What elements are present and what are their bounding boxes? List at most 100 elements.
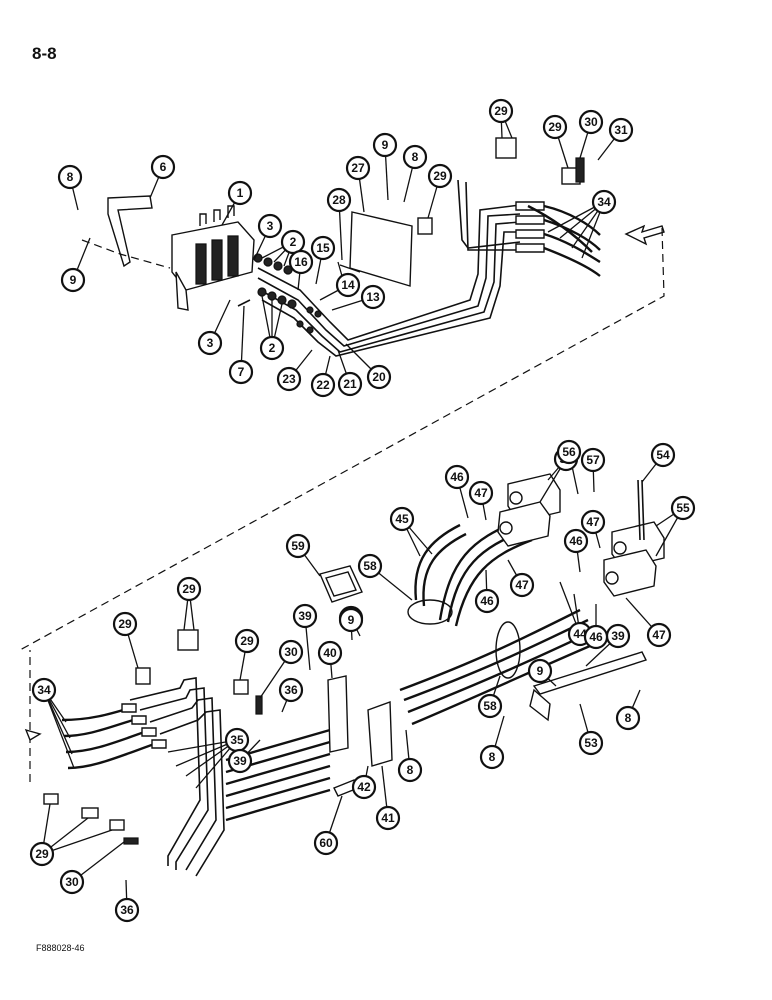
- callout-number: 44: [573, 627, 587, 641]
- callout-c34b: 34: [31, 677, 57, 703]
- callout-number: 27: [351, 161, 365, 175]
- callout-c47c: 47: [580, 509, 606, 535]
- callout-number: 30: [284, 645, 298, 659]
- callout-c9d: 9: [527, 658, 553, 684]
- callout-c47a: 47: [468, 480, 494, 506]
- clamp-block: [43, 793, 59, 805]
- callout-number: 40: [323, 646, 337, 660]
- callout-number: 9: [70, 273, 77, 287]
- callout-number: 35: [230, 733, 244, 747]
- callout-c46b: 46: [474, 588, 500, 614]
- callout-c3b: 3: [197, 330, 223, 356]
- callout-number: 47: [474, 486, 488, 500]
- callout-c8e: 8: [479, 744, 505, 770]
- callout-number: 39: [611, 629, 625, 643]
- callout-number: 46: [569, 534, 583, 548]
- callout-c47d: 47: [646, 622, 672, 648]
- callout-c42: 42: [351, 774, 377, 800]
- clamp-block: [109, 819, 125, 831]
- clamp-block: [177, 629, 199, 651]
- callout-number: 1: [237, 186, 244, 200]
- callout-number: 57: [586, 453, 600, 467]
- callout-c29f: 29: [234, 628, 260, 654]
- callout-c34a: 34: [591, 189, 617, 215]
- callout-c36a: 36: [278, 677, 304, 703]
- callout-number: 13: [366, 290, 380, 304]
- callout-number: 47: [515, 578, 529, 592]
- callout-c7: 7: [228, 359, 254, 385]
- callout-number: 8: [412, 150, 419, 164]
- callout-c6: 6: [150, 154, 176, 180]
- callout-c27: 27: [345, 155, 371, 181]
- clamp-plate: [575, 157, 585, 183]
- callout-number: 36: [120, 903, 134, 917]
- callout-number: 46: [480, 594, 494, 608]
- callout-c40: 40: [317, 640, 343, 666]
- callout-number: 8: [625, 711, 632, 725]
- callout-c8b: 8: [402, 144, 428, 170]
- callout-number: 30: [584, 115, 598, 129]
- clamp-block: [135, 667, 151, 685]
- callout-number: 56: [562, 445, 576, 459]
- clamp-block: [233, 679, 249, 695]
- callout-number: 39: [233, 754, 247, 768]
- callout-c9a: 9: [60, 267, 86, 293]
- page-number: 8-8: [32, 44, 57, 63]
- callout-number: 9: [348, 613, 355, 627]
- callout-c60: 60: [313, 830, 339, 856]
- callout-c13: 13: [360, 284, 386, 310]
- callout-c29a: 29: [488, 98, 514, 124]
- callout-c8d: 8: [397, 757, 423, 783]
- callout-number: 30: [65, 875, 79, 889]
- callout-number: 2: [269, 341, 276, 355]
- callout-c2b: 2: [259, 335, 285, 361]
- callout-c41: 41: [375, 805, 401, 831]
- callout-c3a: 3: [257, 213, 283, 239]
- callout-number: 2: [290, 235, 297, 249]
- callout-c22: 22: [310, 372, 336, 398]
- callout-number: 55: [676, 501, 690, 515]
- callout-c14: 14: [335, 272, 361, 298]
- callout-c28: 28: [326, 187, 352, 213]
- callout-number: 59: [291, 539, 305, 553]
- callout-number: 34: [37, 683, 51, 697]
- callout-number: 15: [316, 241, 330, 255]
- hoses-lower-left: [61, 703, 167, 770]
- callout-number: 8: [489, 750, 496, 764]
- callout-c21: 21: [337, 371, 363, 397]
- callout-c2a: 2: [280, 229, 306, 255]
- figure-code: F888028-46: [36, 943, 85, 953]
- callout-c29b: 29: [427, 163, 453, 189]
- center-line: [81, 239, 171, 269]
- callout-c31: 31: [608, 117, 634, 143]
- callout-number: 20: [372, 370, 386, 384]
- callout-c39c: 39: [605, 623, 631, 649]
- continuation-arrow: [624, 224, 665, 246]
- callout-c9b: 9: [372, 132, 398, 158]
- callout-c35: 35: [224, 727, 250, 753]
- support-bracket: [367, 701, 393, 767]
- leader-line-c34b: [43, 689, 75, 769]
- mounting-bracket: [107, 195, 153, 268]
- clamp-block: [417, 217, 433, 235]
- callout-number: 29: [35, 847, 49, 861]
- steel-pipes-lower: [129, 677, 225, 877]
- callout-number: 7: [238, 365, 245, 379]
- callout-c58b: 58: [477, 693, 503, 719]
- callout-number: 29: [433, 169, 447, 183]
- continuation-line: [19, 227, 665, 651]
- callout-number: 29: [548, 120, 562, 134]
- callout-c9c: 9: [338, 607, 364, 633]
- callout-number: 42: [357, 780, 371, 794]
- callout-c59: 59: [285, 533, 311, 559]
- callout-number: 8: [407, 763, 414, 777]
- callout-number: 14: [341, 278, 355, 292]
- callout-number: 47: [652, 628, 666, 642]
- callout-c36b: 36: [114, 897, 140, 923]
- callout-number: 6: [160, 160, 167, 174]
- callout-c15: 15: [310, 235, 336, 261]
- callout-number: 28: [332, 193, 346, 207]
- callout-c53: 53: [578, 730, 604, 756]
- callout-number: 46: [589, 630, 603, 644]
